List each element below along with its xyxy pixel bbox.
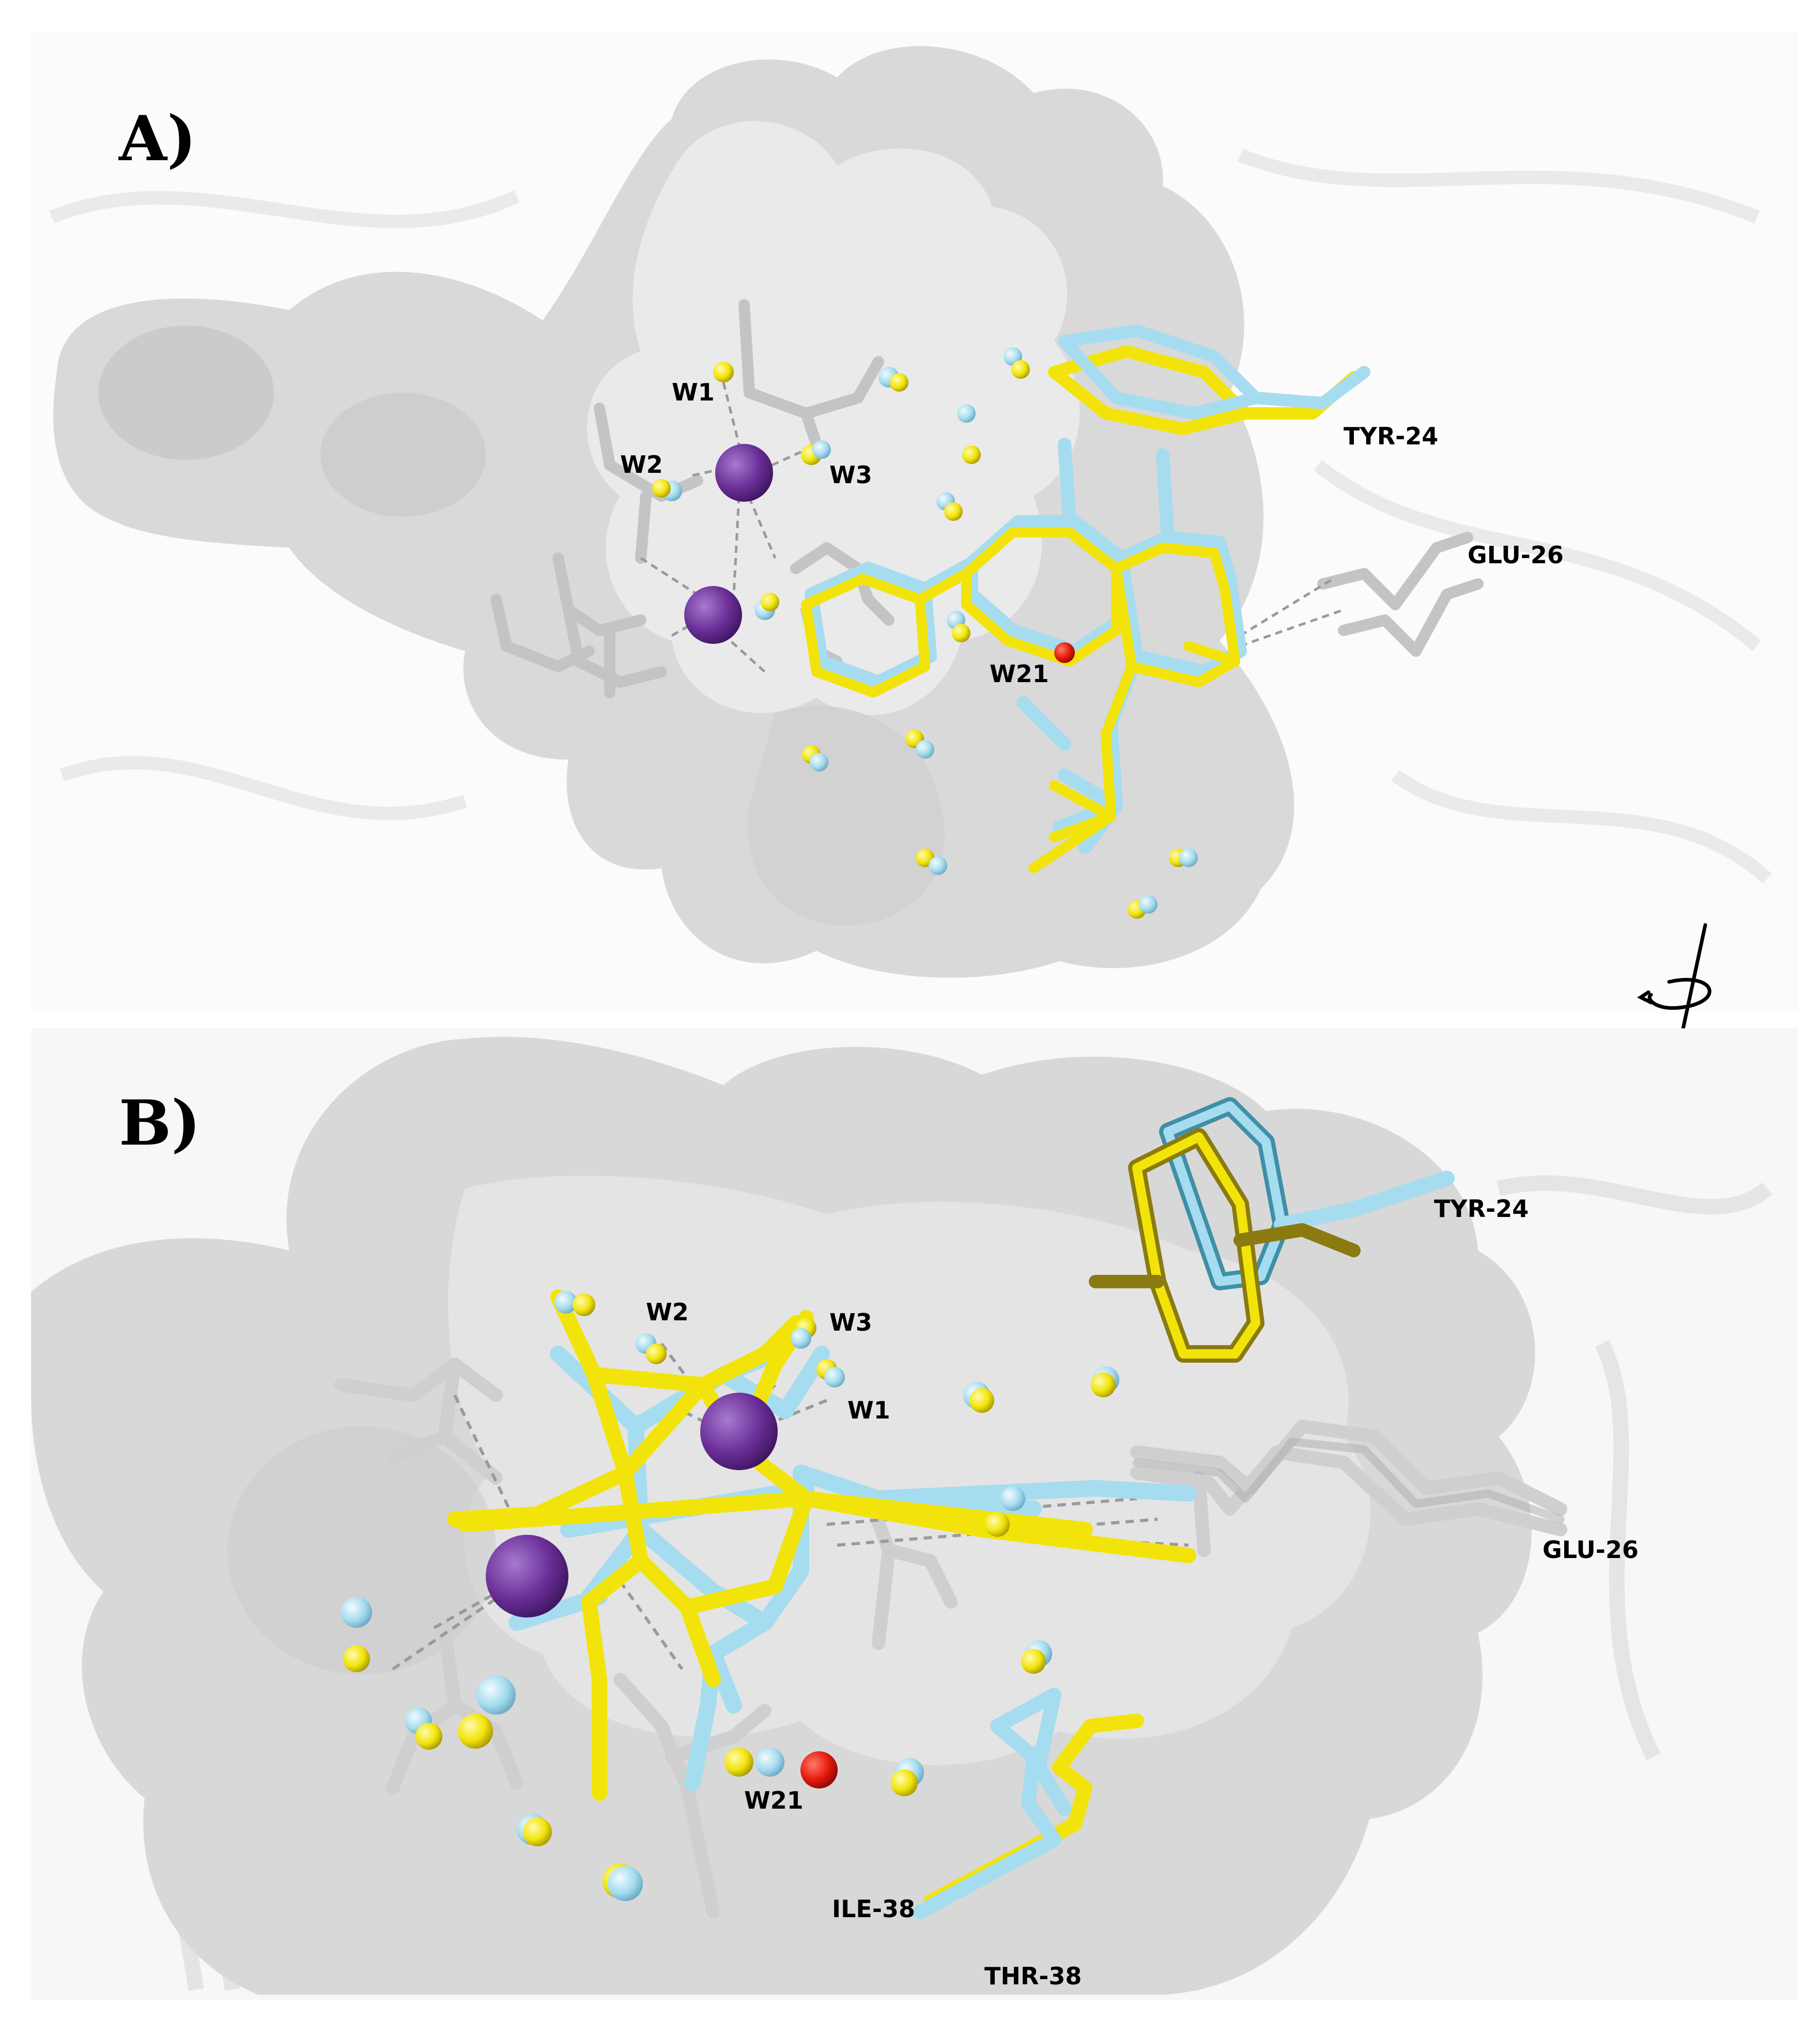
ligand-yellow-b — [447, 1289, 1196, 1801]
label-w3: W3 — [829, 1308, 872, 1336]
label-ile38: ILE-38 — [832, 1895, 915, 1923]
label-w21: W21 — [990, 660, 1049, 688]
residue-sticks-b-dark — [1133, 1438, 1565, 1523]
background-ribbons-a — [49, 148, 1772, 884]
tyr24-sticks-b — [1089, 1097, 1455, 1363]
metal-ion — [486, 1535, 568, 1617]
label-w3: W3 — [829, 461, 872, 489]
residue-sticks-b — [334, 1358, 1567, 1919]
label-tyr24: TYR-24 — [1434, 1195, 1529, 1223]
metal-ion — [700, 1393, 778, 1470]
water-w21 — [1054, 642, 1075, 663]
panel-letter: A) — [118, 102, 196, 175]
ile38-thr38-sticks — [913, 1688, 1144, 1919]
label-glu26: GLU-26 — [1468, 541, 1564, 569]
ligand-yellow-a — [801, 527, 1240, 873]
tyr24-sticks-a — [1048, 325, 1370, 435]
label-w2: W2 — [620, 451, 663, 479]
metal-ion — [684, 586, 742, 644]
panel-a: A) W1 W2 W3 W21 TYR-24 GLU-26 — [31, 31, 1798, 1013]
label-w1: W1 — [672, 378, 715, 406]
water-molecules-a — [652, 347, 1198, 919]
label-thr38: THR-38 — [984, 1962, 1082, 1990]
water-w21 — [800, 1751, 838, 1789]
label-w2: W2 — [646, 1298, 689, 1326]
water-molecules-b — [341, 1291, 1119, 1901]
protein-surface-a — [53, 46, 1294, 978]
label-w1: W1 — [847, 1396, 890, 1424]
panel-letter: B) — [119, 1087, 200, 1160]
metal-ion — [715, 444, 773, 502]
label-tyr24: TYR-24 — [1344, 422, 1438, 450]
label-glu26: GLU-26 — [1543, 1536, 1639, 1564]
panel-b: B) W2 W3 W1 W21 TYR-24 GLU-26 ILE-38 THR… — [31, 1028, 1798, 2000]
label-w21: W21 — [744, 1786, 804, 1814]
